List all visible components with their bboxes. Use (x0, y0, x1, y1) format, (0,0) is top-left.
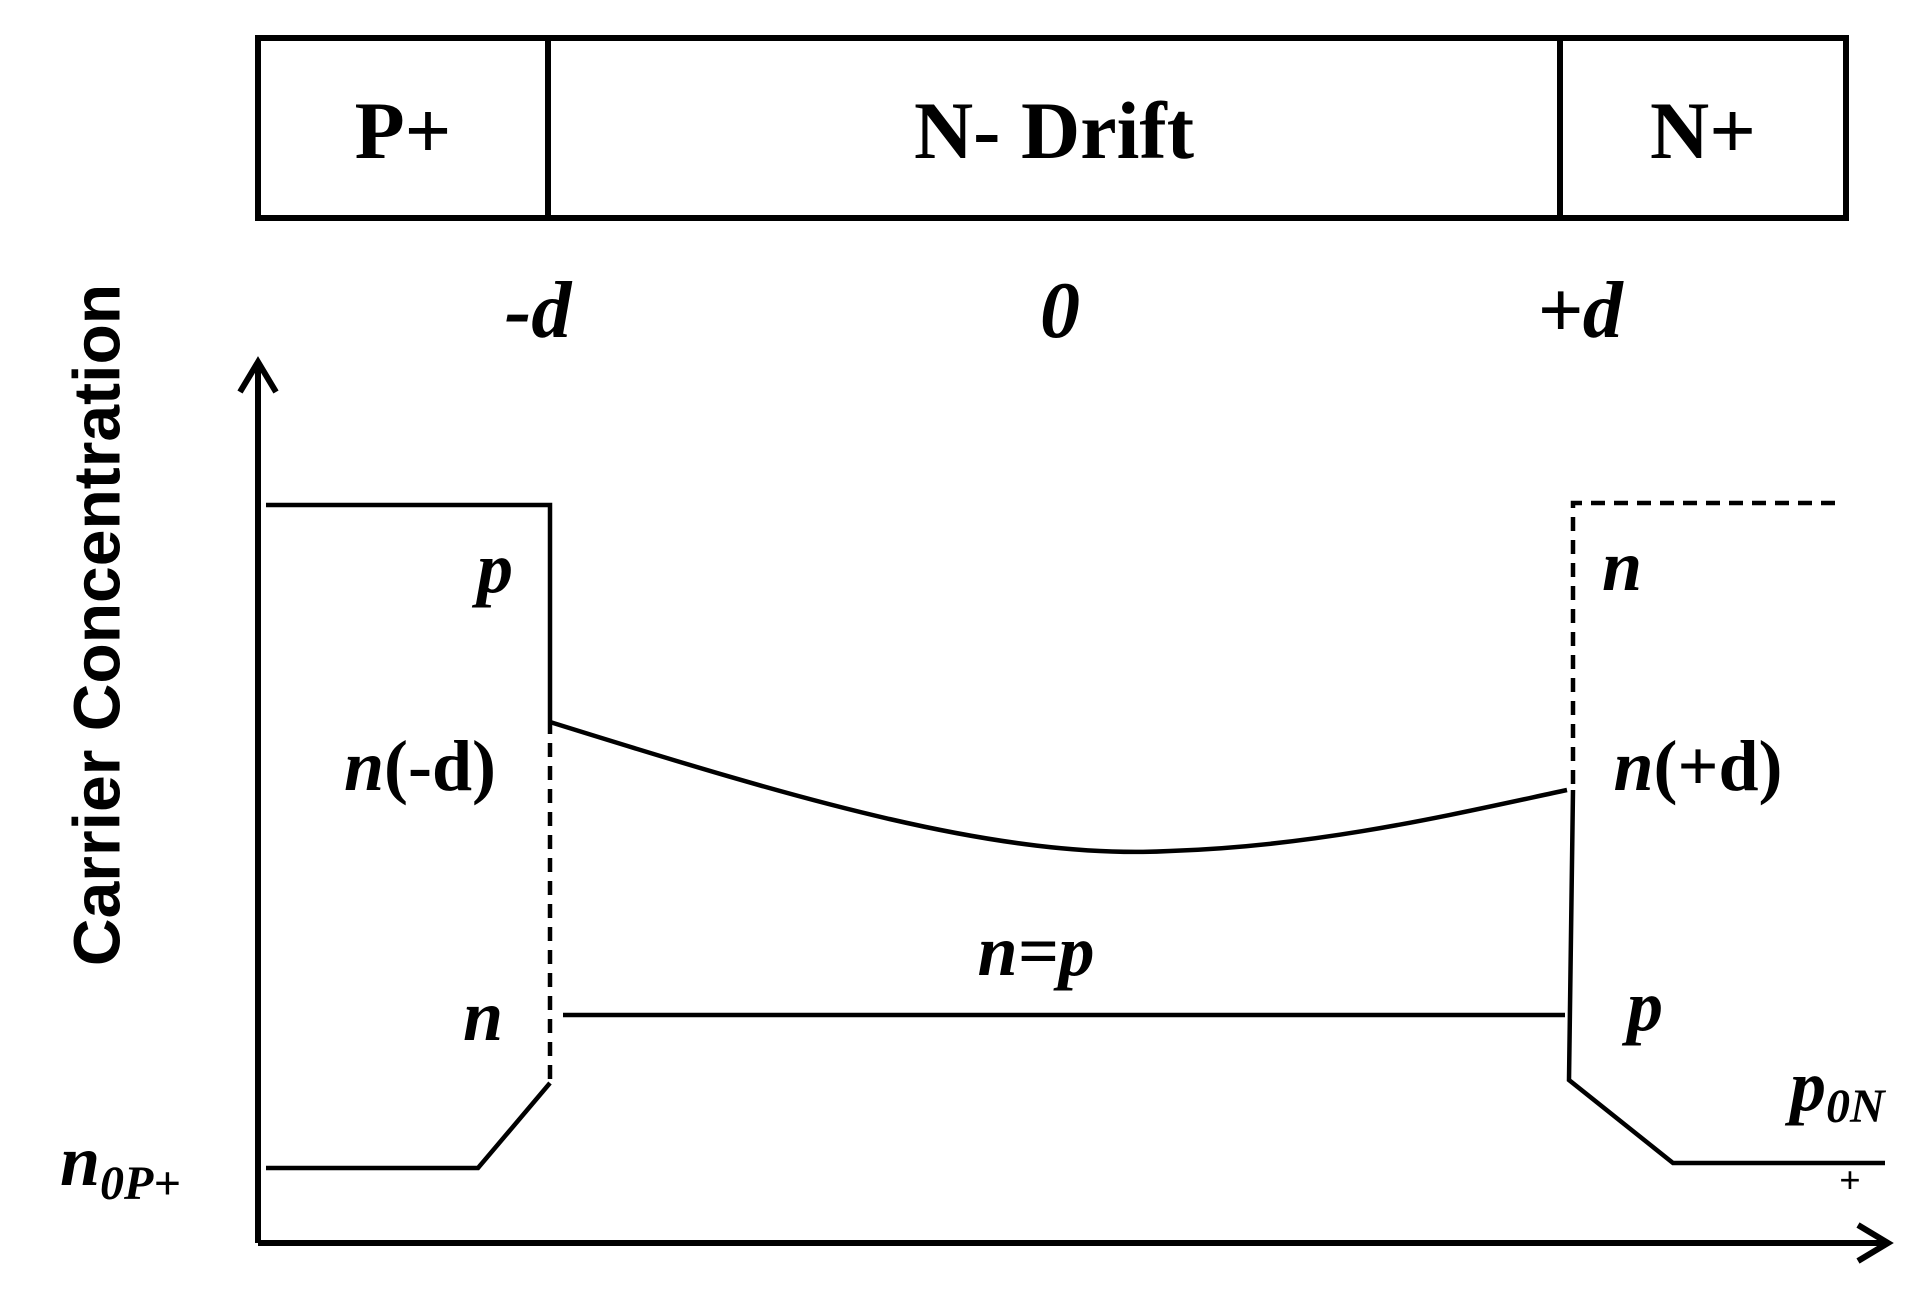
p-plus-hole-profile (266, 502, 553, 720)
p-plus-electron-profile (266, 1081, 552, 1171)
label-n-plus-d: n(+d) (1613, 726, 1782, 806)
device-structure: P+ N- Drift N+ (255, 35, 1849, 221)
label-n0p-sub: 0P+ (100, 1157, 181, 1210)
y-axis-title: Carrier Concentration (59, 284, 133, 966)
n-distribution-curve (549, 719, 1568, 855)
n-plus-carrier-profile (1566, 500, 1885, 1166)
y-axis-arrowhead (237, 356, 279, 394)
label-n-plus-d-var: n (1613, 726, 1653, 806)
position-zero: 0 (1040, 267, 1080, 355)
region-n-plus-label: N+ (1650, 85, 1756, 176)
label-p0n-main: p (1784, 1046, 1826, 1126)
x-axis-arrowhead (1856, 1222, 1894, 1264)
axes (237, 356, 1894, 1264)
p-plus-carrier-profile (266, 502, 553, 1171)
label-n-plus-d-arg: (+d) (1654, 726, 1783, 806)
label-n0p-plus: n0P+ (60, 1121, 181, 1210)
label-p0n-sub: 0N (1826, 1080, 1887, 1133)
n-plus-hole-profile (1566, 789, 1885, 1166)
position-plus-d: +d (1537, 267, 1624, 355)
label-n-equals-p: n=p (977, 911, 1094, 991)
label-p-right: p (1621, 966, 1663, 1046)
n-plus-electron-profile (1570, 500, 1835, 790)
device-outline (255, 35, 1849, 221)
region-p-plus-label: P+ (355, 85, 452, 176)
label-n-minus-d-arg: (-d) (384, 726, 496, 806)
label-n-left: n (463, 976, 503, 1056)
region-n-drift-label: N- Drift (914, 85, 1194, 176)
position-minus-d: -d (505, 267, 573, 355)
label-n0p-main: n (60, 1121, 100, 1201)
label-n-right: n (1602, 526, 1642, 606)
label-p0n-plus: p0N (1784, 1046, 1887, 1133)
label-p0n-plus-sign: + (1839, 1160, 1861, 1202)
label-n-minus-d: n(-d) (344, 726, 496, 806)
label-p-left: p (471, 528, 513, 608)
label-n-minus-d-var: n (344, 726, 384, 806)
